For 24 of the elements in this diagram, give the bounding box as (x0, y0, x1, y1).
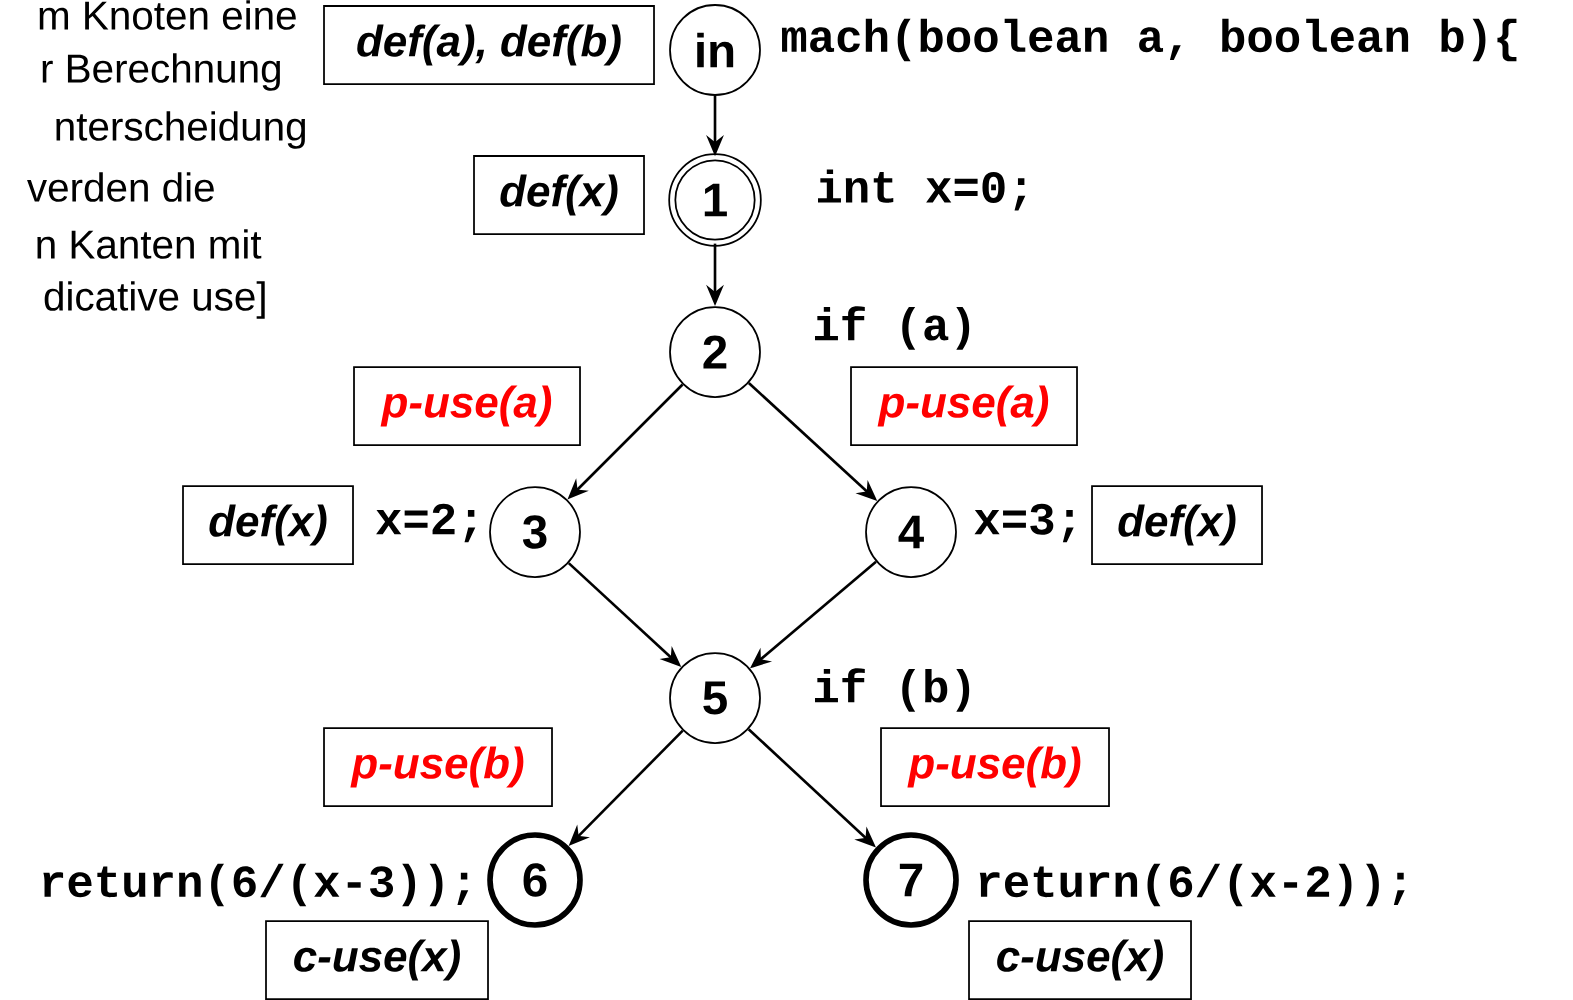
note-text: r Berechnung (42, 53, 280, 91)
annotation-box: p-use(b) (880, 727, 1110, 807)
code-text: x=2; (376, 503, 476, 543)
annotation-box: def(a), def(b) (323, 5, 655, 85)
annotation-box: p-use(a) (850, 366, 1078, 446)
annotation-box: c-use(x) (265, 920, 489, 1000)
code-text: if (b) (815, 668, 970, 712)
code-text: return(6/(x-3)); (43, 863, 469, 907)
code-text: return(6/(x-2)); (979, 863, 1405, 907)
annotation-box: def(x) (473, 155, 645, 235)
code-text: int x=0; (818, 169, 1026, 211)
note-text: dicative use] (44, 281, 265, 319)
note-text: n Kanten mit (37, 229, 262, 259)
annotation-box: p-use(a) (353, 366, 581, 446)
code-text: mach(boolean a, boolean b){ (781, 18, 1517, 62)
annotation-box: c-use(x) (968, 920, 1192, 1000)
annotation-box: def(x) (182, 485, 354, 565)
annotation-box: p-use(b) (323, 727, 553, 807)
note-text: nterscheidung (56, 111, 305, 149)
annotation-box: def(x) (1091, 485, 1263, 565)
note-text: verden die (27, 172, 214, 202)
code-text: x=3; (974, 503, 1074, 543)
note-text: m Knoten eine (39, 0, 296, 30)
code-text: if (a) (815, 306, 970, 350)
